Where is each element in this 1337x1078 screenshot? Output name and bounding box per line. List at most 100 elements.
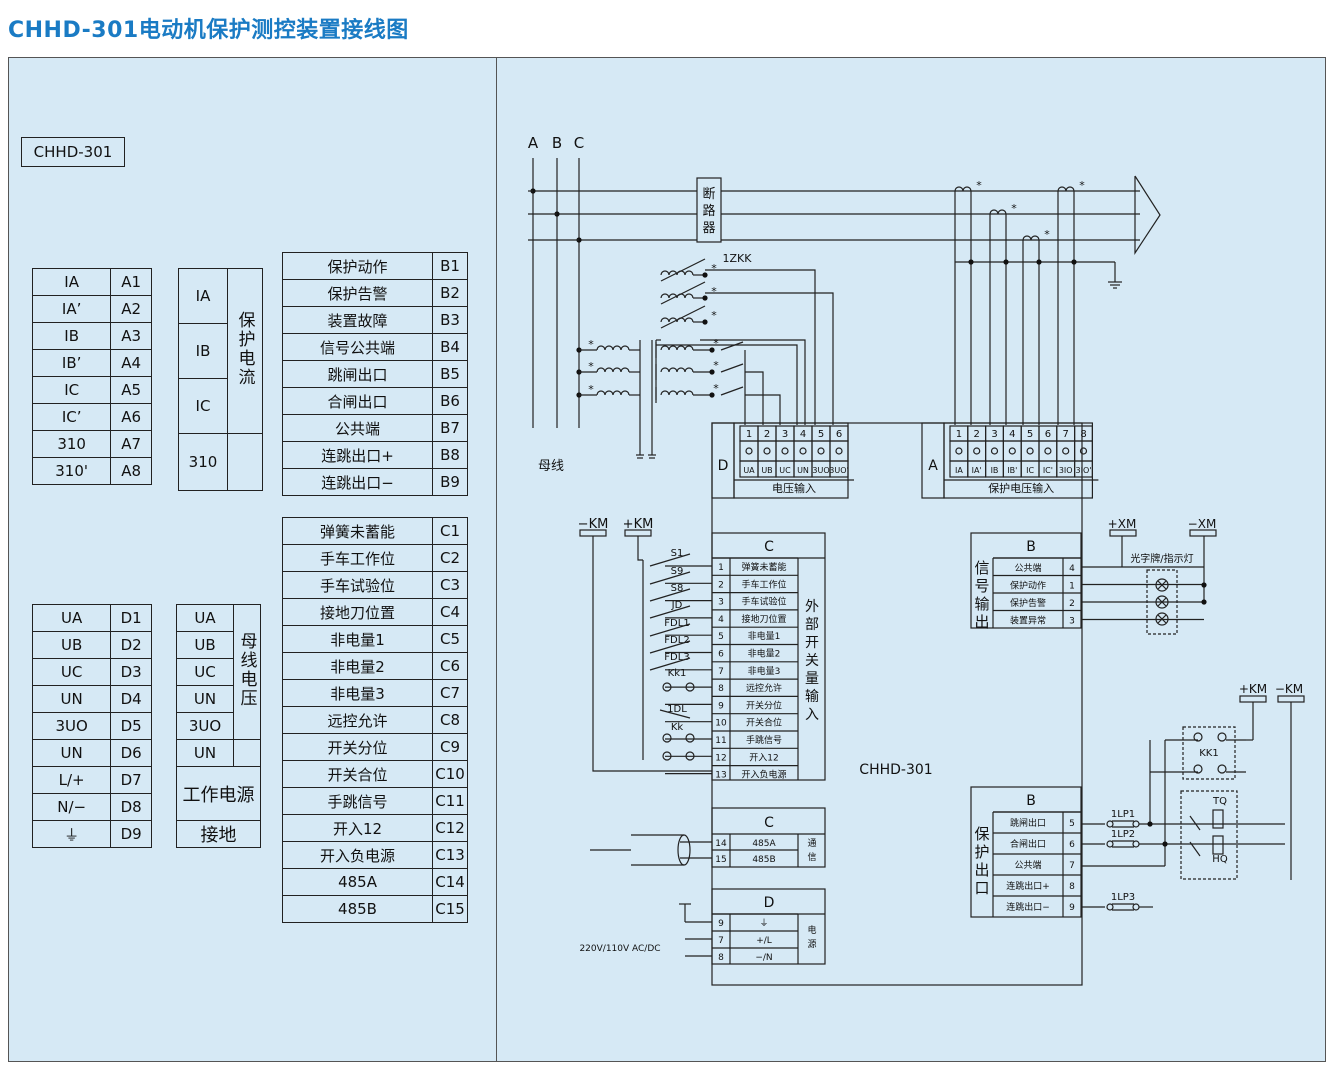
block-a-top-mid-cell bbox=[1020, 440, 1040, 462]
polarity-mark: * bbox=[1079, 179, 1085, 192]
pt-lead bbox=[700, 339, 806, 425]
ct-coil-icon bbox=[1022, 235, 1040, 241]
breaker-coil-group bbox=[1180, 790, 1238, 880]
terminal-id: B1 bbox=[432, 252, 468, 280]
hq-label: HQ bbox=[1212, 854, 1228, 865]
panel-divider bbox=[496, 57, 497, 1062]
terminal-id: D9 bbox=[110, 820, 152, 848]
block-d-top-name: UC bbox=[779, 466, 791, 475]
block-a-top-name: IB' bbox=[1007, 466, 1017, 475]
block-d-top-name: UN bbox=[797, 466, 809, 475]
block-d-top-name: UB bbox=[761, 466, 772, 475]
terminal-name: UC bbox=[31, 658, 112, 686]
terminal-icon bbox=[1044, 447, 1052, 455]
voltage-group-row: UC bbox=[176, 658, 261, 686]
cable-shield-icon bbox=[677, 834, 691, 866]
lamp-label: 光字牌/指示灯 bbox=[1130, 552, 1193, 565]
block-b-protect-num: 7 bbox=[1069, 861, 1075, 871]
model-label-box: CHHD-301 bbox=[21, 137, 125, 167]
terminal-name: UN bbox=[31, 739, 112, 767]
block-a-top-num: 5 bbox=[1027, 429, 1033, 440]
block-a-top-mid-cell bbox=[1002, 440, 1022, 462]
terminal-row: 连跳出口−B9 bbox=[281, 468, 468, 496]
block-c-input-name: 接地刀位置 bbox=[741, 613, 786, 625]
block-d-top-mid-cell bbox=[775, 440, 795, 462]
terminal-id: C14 bbox=[432, 868, 468, 896]
terminal-id: A7 bbox=[110, 430, 152, 458]
phase-label: C bbox=[574, 134, 584, 152]
block-a-top-name: IC' bbox=[1043, 466, 1053, 475]
block-d-power-outline bbox=[711, 888, 826, 965]
switch-contact-icon bbox=[649, 623, 691, 637]
junction-dot bbox=[702, 319, 708, 325]
terminal-id: A5 bbox=[110, 376, 152, 404]
junction-dot bbox=[968, 259, 974, 265]
block-c-input-num: 5 bbox=[718, 632, 724, 642]
block-d-top-name: 3UO bbox=[812, 466, 829, 475]
polarity-mark: * bbox=[713, 382, 719, 395]
block-c-input-name: 开入负电源 bbox=[741, 769, 786, 781]
polarity-mark: * bbox=[1011, 202, 1017, 215]
block-b-protect-num: 6 bbox=[1069, 840, 1075, 850]
power-label: 工作电源 bbox=[176, 766, 261, 821]
block-c-input-side: 输 bbox=[805, 689, 819, 705]
key-switch-icon bbox=[685, 682, 695, 692]
current-group-blank bbox=[227, 433, 263, 491]
xm-label: −XM bbox=[1188, 517, 1217, 531]
current-group-row: 310 bbox=[178, 433, 263, 491]
terminal-icon bbox=[990, 447, 999, 455]
ct-coil-icon bbox=[989, 209, 1007, 215]
terminal-name: 485B bbox=[281, 895, 434, 923]
switch-label: FDL1 bbox=[664, 618, 689, 629]
block-c-comm-side: 信 bbox=[807, 851, 816, 863]
block-a-top-mid-cell bbox=[1038, 440, 1058, 462]
terminal-icon bbox=[1008, 447, 1016, 455]
indicator-lamp-icon bbox=[1155, 578, 1169, 592]
terminal-id: D8 bbox=[110, 793, 152, 821]
block-a-top-num: 2 bbox=[974, 429, 980, 440]
terminal-id: C5 bbox=[432, 625, 468, 653]
block-d-top-name-cell bbox=[829, 460, 849, 478]
switch-contact-icon bbox=[1189, 841, 1201, 857]
model-label: CHHD-301 bbox=[33, 143, 113, 161]
switch-label: FDL3 bbox=[664, 652, 689, 663]
terminal-name: 保护动作 bbox=[281, 252, 434, 280]
voltage-group-row: UN bbox=[176, 739, 261, 767]
switch-label: Kk1 bbox=[668, 668, 687, 679]
km-label: +KM bbox=[623, 517, 654, 532]
current-group-row: IB bbox=[178, 323, 263, 379]
block-c-input-name: 弹簧未蓄能 bbox=[741, 561, 786, 573]
switch-label: 1DL bbox=[667, 704, 687, 715]
block-d-power-name: −/N bbox=[755, 953, 772, 963]
key-switch-icon bbox=[662, 733, 672, 743]
current-group-label: 保护电流 bbox=[227, 268, 263, 434]
feeder-arrow-icon bbox=[1134, 175, 1161, 256]
delta-link bbox=[660, 258, 706, 282]
terminal-id: D7 bbox=[110, 766, 152, 794]
ground-label: 接地 bbox=[176, 820, 261, 848]
terminal-row: N/−D8 bbox=[31, 793, 152, 821]
block-a-top-num: 3 bbox=[991, 429, 997, 440]
terminal-id: C9 bbox=[432, 733, 468, 761]
voltage-group-blank bbox=[233, 739, 261, 767]
kk1-label: KK1 bbox=[1199, 748, 1218, 759]
terminal-id: D3 bbox=[110, 658, 152, 686]
polarity-mark: * bbox=[713, 359, 719, 372]
block-c-input-name: 开关合位 bbox=[746, 717, 782, 729]
km-plus-lead bbox=[637, 536, 643, 561]
block-d-top-name: 3UO' bbox=[829, 466, 848, 475]
page-title: CHHD-301电动机保护测控装置接线图 bbox=[8, 18, 409, 43]
terminal-name: 合闸出口 bbox=[281, 387, 434, 415]
block-c-input-num: 8 bbox=[718, 684, 724, 694]
block-a-top-num: 1 bbox=[956, 429, 962, 440]
junction-dot bbox=[1201, 599, 1207, 605]
terminal-row: ⏚D9 bbox=[31, 820, 152, 848]
block-c-comm-side: 通 bbox=[807, 838, 816, 849]
switch-contact-icon bbox=[649, 605, 691, 619]
